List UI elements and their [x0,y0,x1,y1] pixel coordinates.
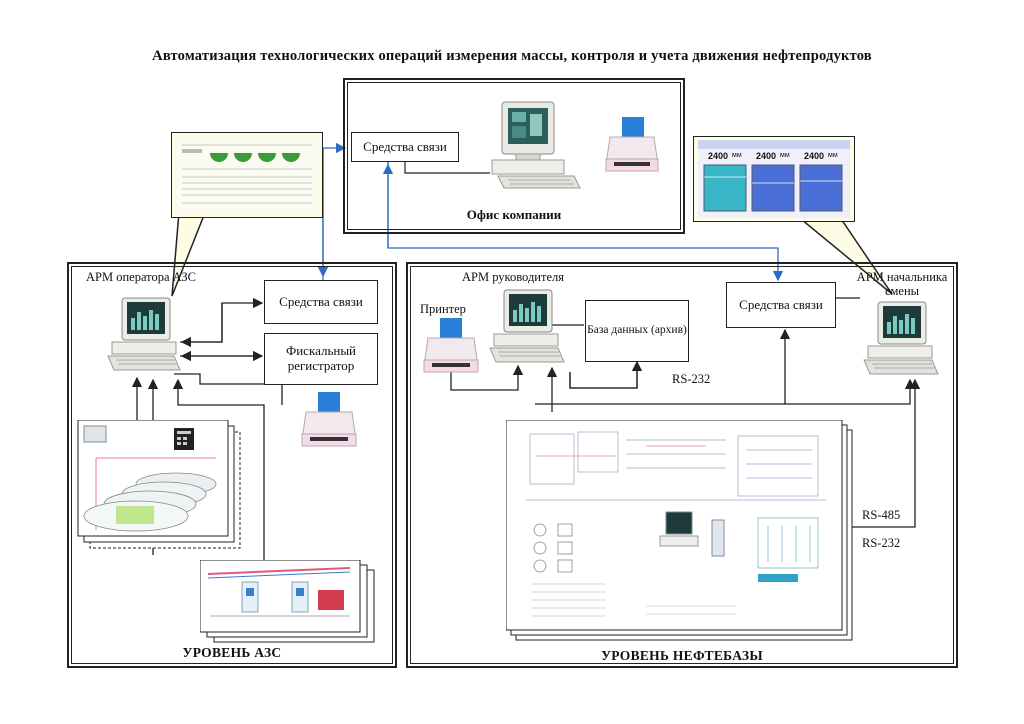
azs-level-inner-frame [71,266,393,664]
tank-screen-callout: 2400 мм 2400 мм 2400 мм [693,136,855,222]
depot-printer-icon [423,318,479,373]
azs-level-label: УРОВЕНЬ АЗС [182,645,282,660]
shift-chief-label: АРМ начальника смены [856,270,948,299]
database-box: База данных (архив) [585,300,689,362]
azs-printer-icon [301,392,357,447]
azs-level-frame [67,262,397,668]
tank1-value: 2400 [708,151,729,161]
office-comm-box: Средства связи [351,132,459,162]
operator-computer-icon [107,297,181,371]
azs-comm-box: Средства связи [264,280,378,324]
gas-station-illustration [200,560,375,643]
office-inner-frame [347,82,681,230]
tank2-value: 2400 [756,151,777,161]
office-computer-icon [491,101,581,189]
azs-office-link [322,142,347,280]
rs485-label: RS-485 [862,508,901,522]
depot-comm-box: Средства связи [726,282,836,328]
tank3-unit: мм [828,152,838,159]
tank-screen-chart [698,140,850,218]
blue-links [317,142,784,282]
tank-farm-illustration [77,420,241,549]
tank3-value: 2400 [804,151,825,161]
fiscal-registrar-box: Фискальный регистратор [264,333,378,385]
depot-level-frame [406,262,958,668]
page-title: Автоматизация технологических операций и… [152,48,872,64]
tank1-unit: мм [732,152,742,159]
depot-level-label: УРОВЕНЬ НЕФТЕБАЗЫ [601,648,763,663]
azs-screen-chart [176,137,318,213]
office-frame [343,78,685,234]
manager-computer-icon [489,289,565,363]
manager-label: АРМ руководителя [462,270,564,284]
office-caption: Офис компании [466,207,562,222]
depot-level-inner-frame [410,266,954,664]
azs-operator-label: АРМ оператора АЗС [86,270,196,284]
office-printer-icon [605,117,659,172]
depot-scheme-illustration [506,420,853,641]
office-comm-to-pc [404,162,490,174]
rs232-top-label: RS-232 [672,372,711,386]
rs232-bottom-label: RS-232 [862,536,901,550]
printer-label: Принтер [420,302,466,316]
shift-chief-computer-icon [863,301,939,375]
tank2-unit: мм [780,152,790,159]
azs-screen-callout [171,132,323,218]
